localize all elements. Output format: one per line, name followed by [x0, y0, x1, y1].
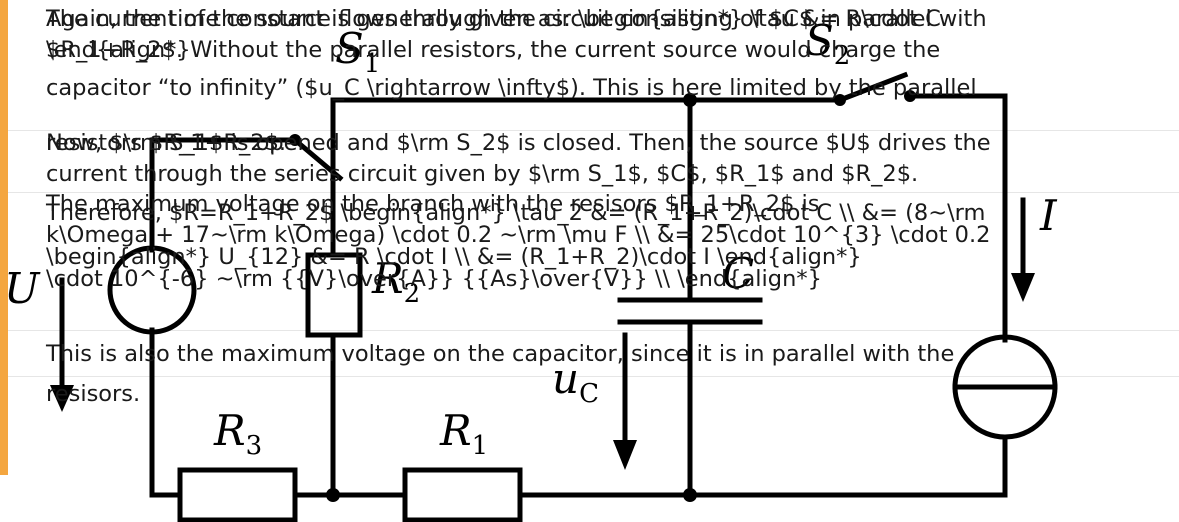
text-line: Therefore, $R=R_1+R_2$ \begin{align*} \t…: [46, 200, 986, 226]
capacitor-label: C: [722, 249, 755, 298]
current-arrowhead: [1011, 273, 1035, 302]
junction-dot: [683, 93, 697, 107]
voltage-arrow-head: [50, 385, 74, 412]
resistor-r2-label: R2: [372, 254, 421, 310]
text-line: \end{align*}: [46, 37, 191, 63]
resistor-r1: [402, 467, 523, 522]
divider-line: [8, 376, 1179, 377]
junction-dot: [326, 488, 340, 502]
text-line: The maximum voltage on the branch with t…: [46, 191, 820, 217]
text-line: Now, $\rm S_1$ is opened and $\rm S_2$ i…: [46, 130, 991, 156]
text-line: current through the series circuit given…: [46, 161, 919, 187]
junction-dot: [683, 488, 697, 502]
resistor-r3: [177, 467, 298, 522]
junction-dot: [904, 90, 916, 102]
text-line: capacitor “to infinity” ($u_C \rightarro…: [46, 75, 977, 101]
text-line: The current of the source flows through …: [46, 6, 987, 32]
switch-s2-blade: [836, 71, 909, 104]
resistor-r1-label: R1: [440, 406, 489, 462]
text-line: \cdot 10^{-6} ~\rm {{V}\over{A}} {{As}\o…: [46, 266, 822, 292]
resistor-r3-label: R3: [214, 406, 263, 462]
junction-dot: [834, 94, 846, 106]
divider-line: [8, 130, 1179, 131]
text-line: Again, the time constant is generally gi…: [46, 6, 941, 32]
source-current-label: I: [1040, 191, 1057, 240]
switch-s1-label: S1: [335, 24, 381, 80]
junction-dot: [289, 134, 301, 146]
switch-s2-label: S2: [805, 16, 851, 72]
text-line: \begin{align*} U_{12} &= R \cdot I \\ &=…: [46, 244, 862, 270]
text-line: $R_1+R_2$. Without the parallel resistor…: [46, 37, 941, 63]
text-line: resistors $R_1+R_2$.: [46, 130, 287, 156]
divider-line: [8, 192, 1179, 193]
capacitor-voltage-arrowhead: [613, 440, 637, 470]
accent-bar: [0, 0, 8, 475]
capacitor-voltage-label: uC: [552, 354, 599, 410]
divider-line: [8, 330, 1179, 331]
source-voltage-label: U: [4, 264, 40, 313]
voltage-source: [107, 245, 197, 335]
text-line: resisors.: [46, 381, 141, 407]
text-line: This is also the maximum voltage on the …: [46, 341, 955, 367]
text-line: k\Omega + 17~\rm k\Omega) \cdot 0.2 ~\rm…: [46, 222, 991, 248]
